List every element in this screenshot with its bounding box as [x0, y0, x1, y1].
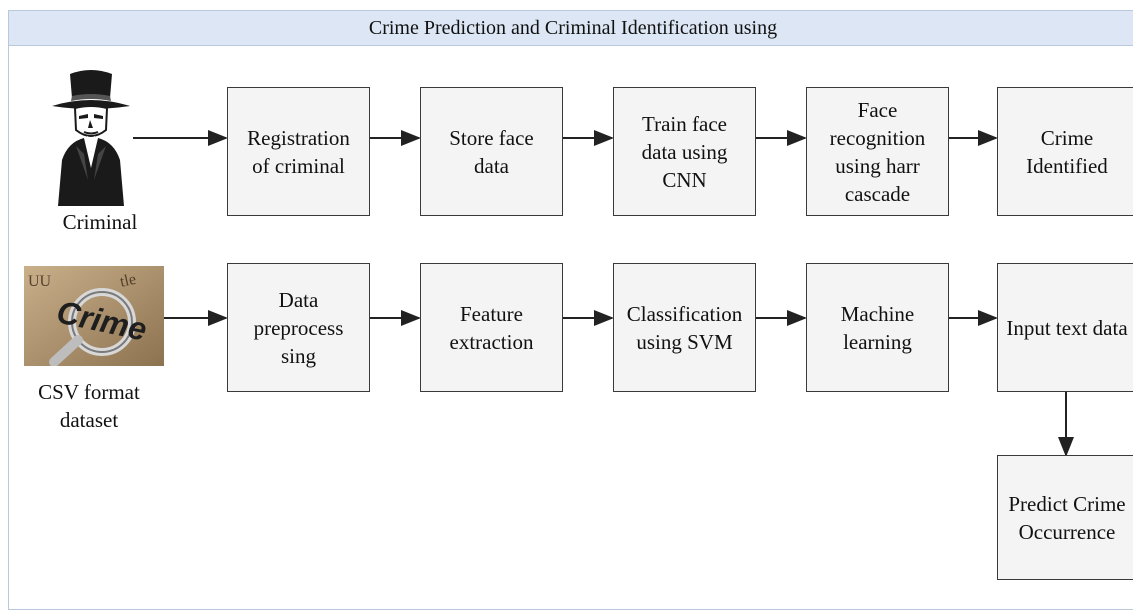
step-store-face-box: Store face data [420, 87, 563, 216]
step-machine-learning-box: Machine learning [806, 263, 949, 392]
criminal-spy-icon [52, 70, 130, 206]
svg-text:UU: UU [28, 273, 52, 290]
diagram-title: Crime Prediction and Criminal Identifica… [8, 10, 1133, 46]
step-train-cnn-box: Train face data using CNN [613, 87, 756, 216]
crime-dataset-image: UU tle Crime [24, 266, 164, 366]
svg-text:tle: tle [118, 271, 137, 291]
dataset-label: CSV format dataset [38, 380, 140, 432]
flow-arrows [133, 130, 1074, 457]
step-crime-identified-box: Crime Identified [997, 87, 1133, 216]
step-registration-box: Registration of criminal [227, 87, 370, 216]
criminal-label: Criminal [62, 210, 138, 234]
step-face-recognition-box: Face recognition using harr cascade [806, 87, 949, 216]
step-classification-svm-box: Classification using SVM [613, 263, 756, 392]
step-preprocess-box: Data preprocess sing [227, 263, 370, 392]
step-feature-extraction-box: Feature extraction [420, 263, 563, 392]
step-predict-crime-box: Predict Crime Occurrence [997, 455, 1133, 580]
step-input-text-box: Input text data [997, 263, 1133, 392]
